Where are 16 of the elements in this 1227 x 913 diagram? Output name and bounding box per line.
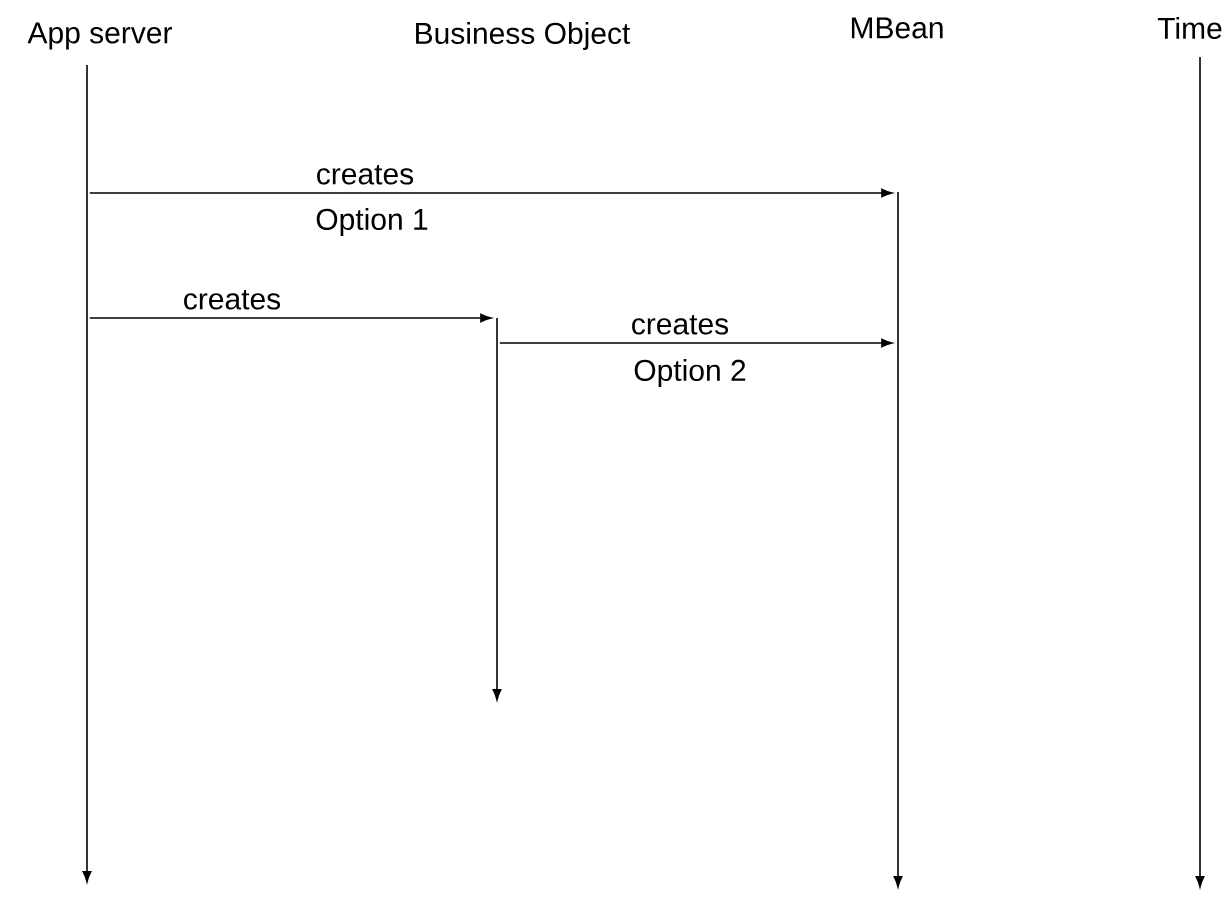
lifeline-header: App server xyxy=(27,22,172,50)
message-arrow xyxy=(89,188,893,198)
message-arrow xyxy=(499,338,893,348)
lifeline-header: MBean xyxy=(851,17,943,39)
option-label: Option 2 xyxy=(634,359,746,387)
lifeline-header: Business Object xyxy=(416,22,631,50)
lifeline-arrow xyxy=(82,64,92,883)
edge-label: creates xyxy=(184,289,281,310)
message-arrow xyxy=(89,313,492,323)
lifeline-arrow xyxy=(1195,56,1205,888)
lifeline-arrow xyxy=(893,191,903,888)
lifeline-arrow xyxy=(492,317,502,701)
edge-label: creates xyxy=(317,164,414,185)
lifeline-header: Time xyxy=(1157,17,1222,39)
edge-label: creates xyxy=(632,314,729,335)
option-label: Option 1 xyxy=(316,208,428,236)
